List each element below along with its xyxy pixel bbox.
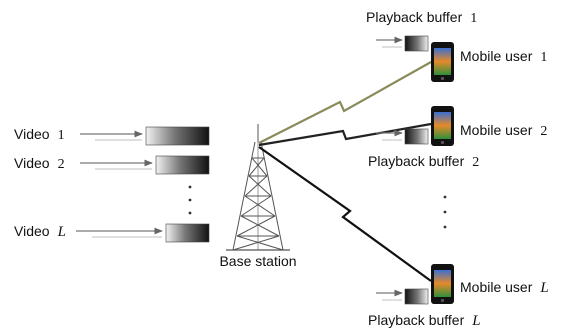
ellipsis-dot bbox=[443, 210, 447, 214]
smartphone-icon bbox=[431, 42, 454, 82]
mobile-user-index: 2 bbox=[540, 124, 547, 139]
mobile-user-1: Playback buffer 1 Mobile user 1 bbox=[366, 9, 547, 82]
ellipsis-dot bbox=[188, 198, 192, 202]
video-source-L: Video L bbox=[14, 223, 210, 243]
svg-text:Video L: Video L bbox=[14, 223, 66, 240]
playback-buffer-label: Playback buffer bbox=[368, 312, 465, 328]
svg-text:Video 1: Video 1 bbox=[14, 126, 65, 143]
base-station-label: Base station bbox=[219, 253, 296, 269]
mobile-user-index: L bbox=[539, 280, 548, 296]
playback-buffer-index: 2 bbox=[472, 155, 479, 170]
mobile-user-index: 1 bbox=[540, 50, 547, 65]
antenna-tower-icon bbox=[226, 124, 290, 251]
svg-text:Mobile user 1: Mobile user 1 bbox=[460, 48, 547, 65]
wireless-link-user-L bbox=[258, 146, 432, 282]
ellipsis-dot bbox=[443, 225, 447, 229]
playback-buffer-label: Playback buffer bbox=[368, 153, 465, 169]
video-label: Video bbox=[14, 223, 50, 239]
svg-text:Playback buffer 2: Playback buffer 2 bbox=[368, 153, 479, 170]
mobile-user-2: Mobile user 2 Playback buffer 2 bbox=[368, 106, 547, 170]
video-queue-buffer bbox=[165, 223, 210, 243]
video-label: Video bbox=[14, 155, 50, 171]
playback-buffer-index: L bbox=[471, 313, 480, 329]
playback-buffer-index: 1 bbox=[470, 11, 477, 26]
video-index: L bbox=[57, 224, 66, 240]
playback-buffer bbox=[404, 35, 429, 52]
base-station: Base station bbox=[219, 124, 297, 269]
playback-buffer bbox=[404, 288, 429, 305]
video-label: Video bbox=[14, 126, 50, 142]
mobile-user-label: Mobile user bbox=[460, 48, 533, 64]
video-queue-buffer bbox=[155, 155, 210, 175]
svg-text:Playback buffer L: Playback buffer L bbox=[368, 312, 481, 329]
mobile-user-L: Mobile user L Playback buffer L bbox=[368, 264, 549, 329]
wireless-link-user-1 bbox=[258, 61, 432, 144]
svg-text:Mobile user L: Mobile user L bbox=[460, 279, 549, 296]
smartphone-icon bbox=[431, 264, 454, 304]
svg-text:Video 2: Video 2 bbox=[14, 155, 65, 172]
svg-text:Playback buffer 1: Playback buffer 1 bbox=[366, 9, 477, 26]
playback-buffer bbox=[404, 128, 429, 145]
video-index: 2 bbox=[58, 157, 65, 172]
smartphone-icon bbox=[431, 106, 454, 146]
video-source-2: Video 2 bbox=[14, 155, 210, 175]
playback-buffer-label: Playback buffer bbox=[366, 9, 463, 25]
mobile-user-label: Mobile user bbox=[460, 279, 533, 295]
ellipsis-dot bbox=[188, 185, 192, 189]
ellipsis-dot bbox=[188, 211, 192, 215]
video-queue-buffer bbox=[145, 126, 210, 146]
wireless-link-user-2 bbox=[258, 122, 432, 147]
video-source-1: Video 1 bbox=[14, 126, 210, 146]
mobile-user-label: Mobile user bbox=[460, 122, 533, 138]
ellipsis-dot bbox=[443, 195, 447, 199]
svg-text:Mobile user 2: Mobile user 2 bbox=[460, 122, 547, 139]
video-index: 1 bbox=[58, 128, 65, 143]
